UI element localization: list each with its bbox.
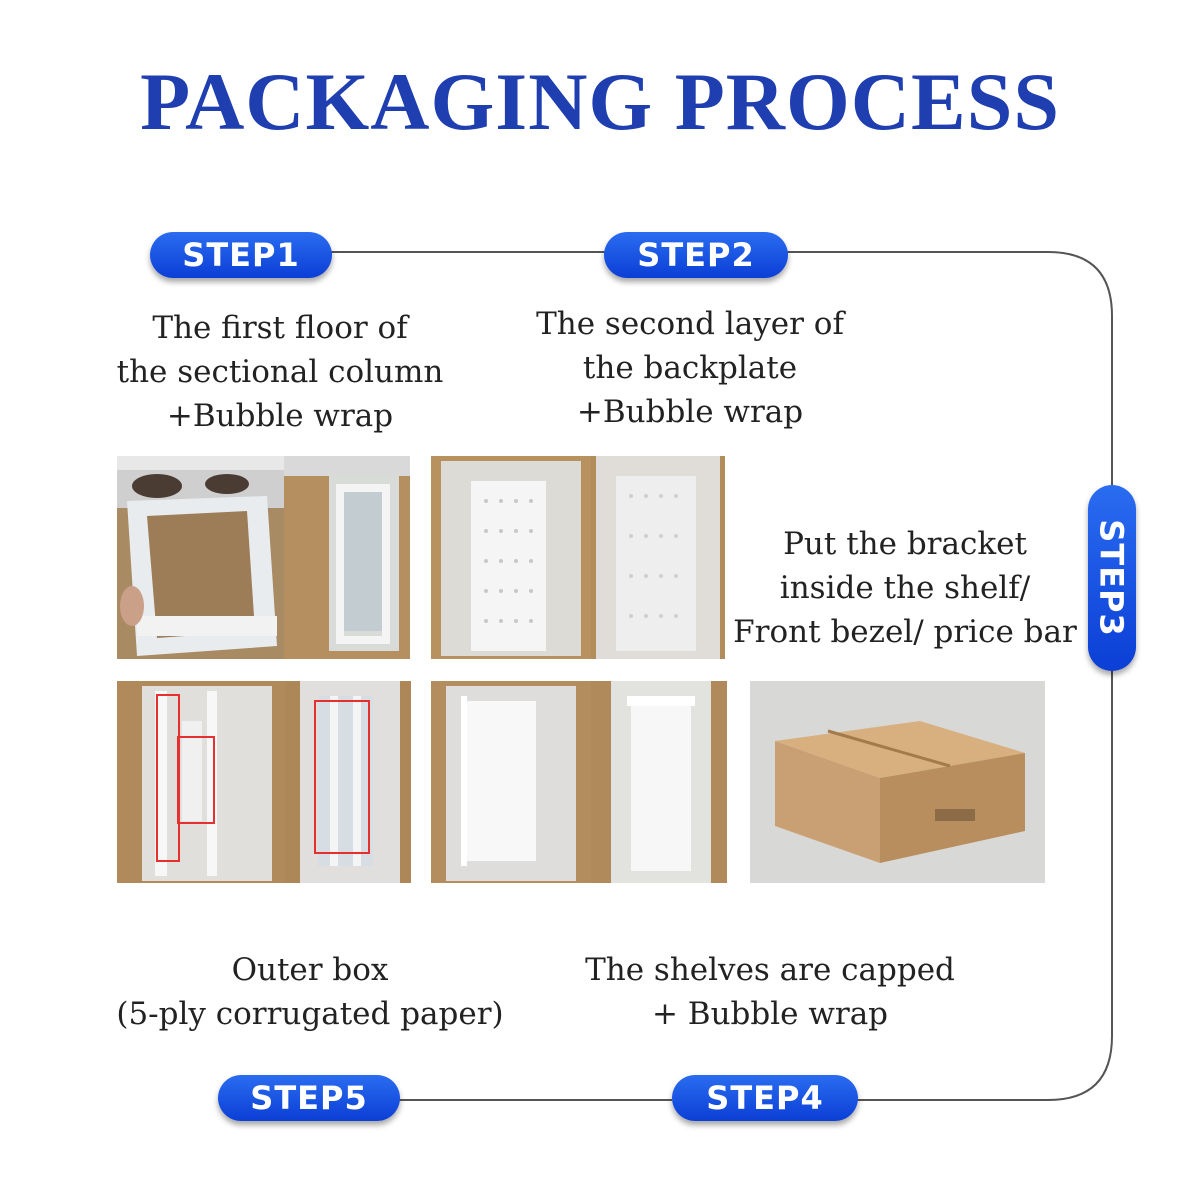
step2-badge: STEP2 [604,232,788,278]
photo-step1-frame-assembly [117,456,284,659]
step5-description: Outer box (5-ply corrugated paper) [90,948,530,1036]
step5-line: Outer box [231,952,389,988]
photo-step4-shelf [431,681,591,883]
step3-line: inside the shelf/ [779,570,1031,606]
step4-badge: STEP4 [672,1075,858,1121]
step5-line: (5-ply corrugated paper) [116,996,504,1032]
step2-line: +Bubble wrap [576,394,804,430]
step2-description: The second layer of the backplate +Bubbl… [490,302,890,434]
step1-label: STEP1 [182,236,300,274]
step1-description: The first floor of the sectional column … [80,306,480,438]
step1-line: the sectional column [116,354,444,390]
step2-line: the backplate [582,350,798,386]
photo-step3-front-bezel [285,681,411,883]
photo-step1-bubble-wrapped [284,456,410,659]
step1-line: The first floor of [152,310,408,346]
photo-step4-capped-shelf [591,681,727,883]
step3-label: STEP3 [1093,519,1132,637]
step4-label: STEP4 [706,1079,824,1117]
step4-description: The shelves are capped + Bubble wrap [560,948,980,1036]
step3-line: Front bezel/ price bar [733,614,1077,650]
photo-step5-outer-box [750,681,1045,883]
step5-badge: STEP5 [218,1075,400,1121]
photo-step2-bubble-wrapped [591,456,725,659]
step2-label: STEP2 [637,236,755,274]
step3-badge: STEP3 [1088,485,1136,671]
page-title: PACKAGING PROCESS [140,56,1060,147]
photo-step3-brackets [117,681,285,883]
step1-line: +Bubble wrap [166,398,394,434]
step1-badge: STEP1 [150,232,332,278]
step4-line: The shelves are capped [585,952,955,988]
step2-line: The second layer of [536,306,844,342]
step3-description: Put the bracket inside the shelf/ Front … [725,522,1085,654]
step4-line: + Bubble wrap [651,996,889,1032]
step5-label: STEP5 [250,1079,368,1117]
step3-line: Put the bracket [783,526,1027,562]
photo-step2-backplate [431,456,591,659]
